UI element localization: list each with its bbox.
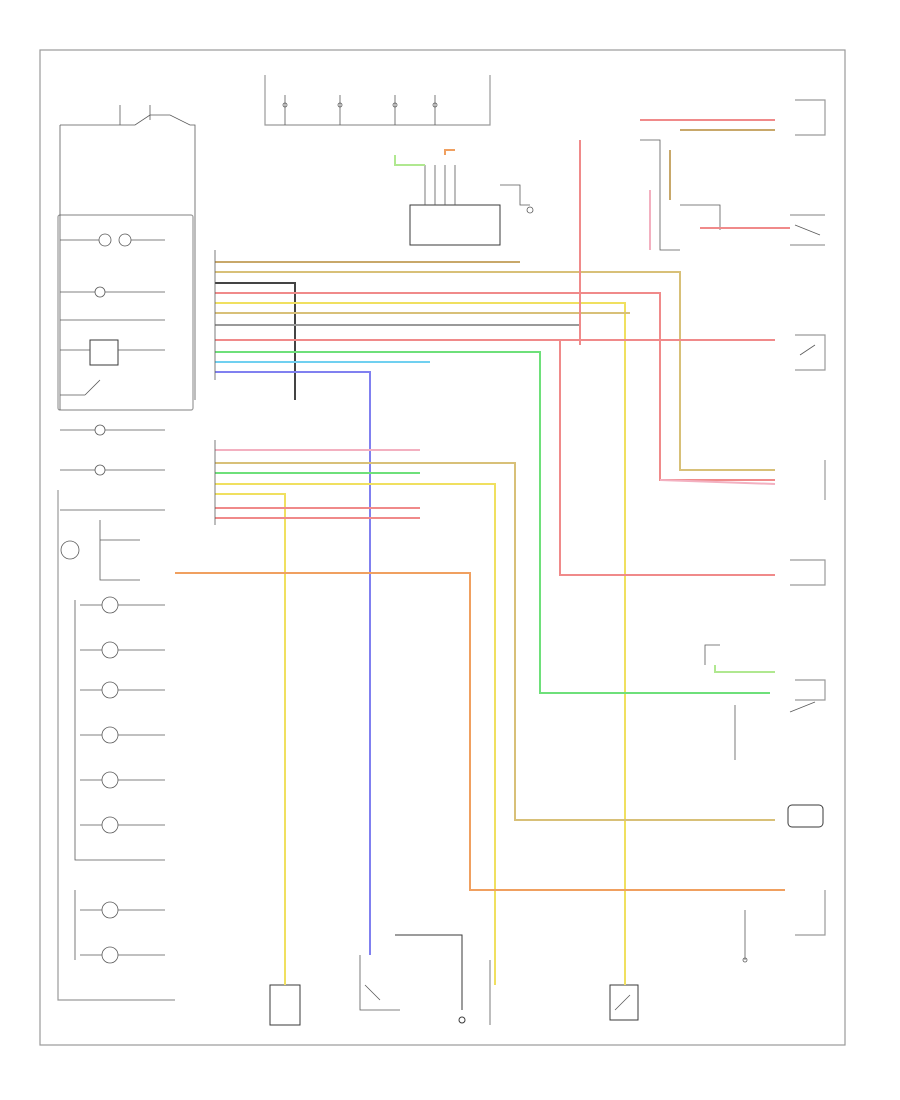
wire-pink-seat	[659, 479, 776, 485]
right-components	[640, 99, 826, 963]
wire-tan-lower	[215, 462, 775, 821]
wire-tan-long	[215, 271, 775, 471]
wire-lightgreen-speed	[714, 665, 775, 673]
wire-black-fuse	[215, 282, 296, 400]
wire-green-clock	[394, 155, 425, 166]
bottom-sensors	[269, 934, 639, 1026]
wire-yellow-2	[215, 493, 286, 985]
wire-orange-seatbelt	[175, 572, 785, 891]
wire-orange-clock	[444, 149, 455, 155]
wire-red-alt	[215, 339, 775, 576]
wire-harness	[175, 119, 790, 985]
wire-yellow-lower	[215, 483, 496, 985]
clock	[409, 165, 534, 246]
instrument-cluster	[57, 105, 196, 1001]
wire-yellow-sensor	[215, 302, 626, 985]
wire-green-oil	[215, 351, 770, 694]
diagram-frame	[39, 49, 846, 1046]
fuse-box	[264, 75, 491, 126]
wire-blue-clock	[215, 371, 371, 955]
wire-red-seatbelt	[215, 292, 775, 481]
